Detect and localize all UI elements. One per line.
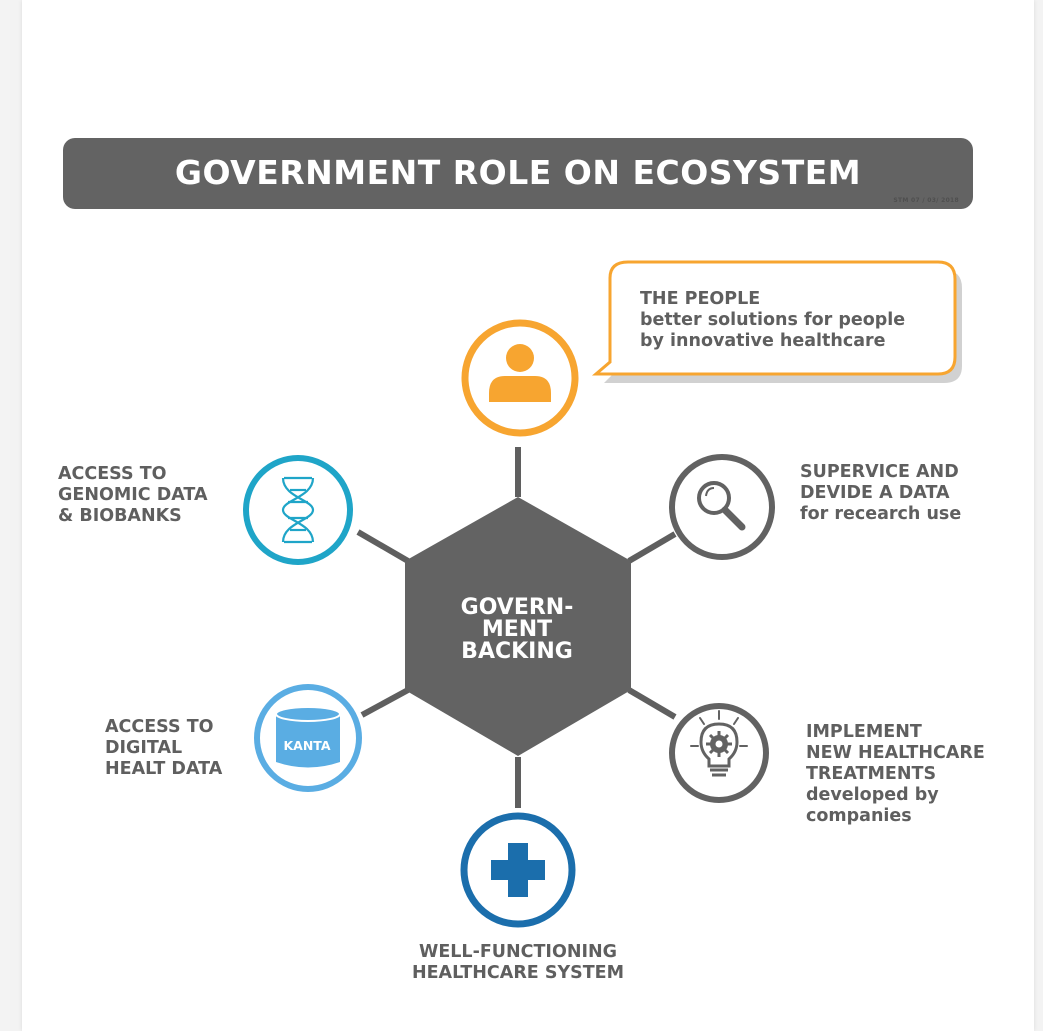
title-banner: GOVERNMENT ROLE ON ECOSYSTEM STM 07 / 03… <box>63 138 973 209</box>
implement-label-line: TREATMENTS <box>806 764 937 784</box>
implement-label-line: NEW HEALTHCARE <box>806 743 985 763</box>
implement-label-line: developed by <box>806 785 939 805</box>
genomic-label-line: & BIOBANKS <box>58 506 182 526</box>
database-icon <box>275 706 341 768</box>
center-label-line: MENT <box>481 617 553 642</box>
implement-label-line: companies <box>806 806 912 826</box>
genomic-circle <box>243 455 353 565</box>
connector-implement <box>627 687 677 720</box>
genomic-label: ACCESS TO GENOMIC DATA & BIOBANKS <box>58 464 208 527</box>
supervise-circle <box>669 454 775 560</box>
supervise-label: SUPERVICE AND DEVIDE A DATA for recearch… <box>800 462 961 525</box>
healthcare-label-line: HEALTHCARE SYSTEM <box>411 963 625 983</box>
digital-label: ACCESS TO DIGITAL HEALT DATA <box>105 717 222 780</box>
people-label: THE PEOPLE better solutions for people b… <box>640 289 905 352</box>
center-label: GOVERN- MENT BACKING <box>420 597 614 663</box>
people-label-line: better solutions for people <box>640 310 906 330</box>
date-note: STM 07 / 03/ 2018 <box>893 197 959 204</box>
supervise-node <box>669 454 775 560</box>
center-label-line: BACKING <box>461 639 573 664</box>
center-hexagon <box>405 497 631 756</box>
people-bubble <box>591 260 957 376</box>
implement-label-line: IMPLEMENT <box>806 722 922 742</box>
supervise-label-line: SUPERVICE AND <box>800 462 959 482</box>
people-label-line: by innovative healthcare <box>640 331 886 351</box>
kanta-label: KANTA <box>283 738 331 753</box>
people-label-line: THE PEOPLE <box>640 289 761 309</box>
supervise-label-line: for recearch use <box>800 504 962 524</box>
genomic-node <box>243 455 353 565</box>
page-title: GOVERNMENT ROLE ON ECOSYSTEM <box>174 153 862 192</box>
genomic-label-line: ACCESS TO <box>58 464 167 484</box>
connector-genomic <box>356 529 410 564</box>
supervise-label-line: DEVIDE A DATA <box>800 483 950 503</box>
lightbulb-gear-icon <box>690 710 748 777</box>
digital-label-line: HEALT DATA <box>105 759 223 779</box>
people-node <box>461 319 579 437</box>
genomic-label-line: GENOMIC DATA <box>58 485 208 505</box>
medical-cross-icon <box>491 843 545 897</box>
connector-supervise <box>627 531 677 564</box>
digital-node <box>254 684 362 792</box>
healthcare-node <box>460 812 576 928</box>
digital-label-line: DIGITAL <box>105 738 183 758</box>
magnifier-icon <box>697 481 746 531</box>
dna-icon <box>281 476 315 544</box>
healthcare-label: WELL-FUNCTIONING HEALTHCARE SYSTEM <box>380 942 656 984</box>
connectors <box>356 447 677 808</box>
healthcare-label-line: WELL-FUNCTIONING <box>419 942 617 962</box>
connector-digital <box>360 687 410 718</box>
implement-label: IMPLEMENT NEW HEALTHCARE TREATMENTS deve… <box>806 722 985 827</box>
digital-label-line: ACCESS TO <box>105 717 214 737</box>
implement-node <box>669 703 769 803</box>
person-icon <box>489 344 551 402</box>
center-label-line: GOVERN- <box>460 595 574 620</box>
